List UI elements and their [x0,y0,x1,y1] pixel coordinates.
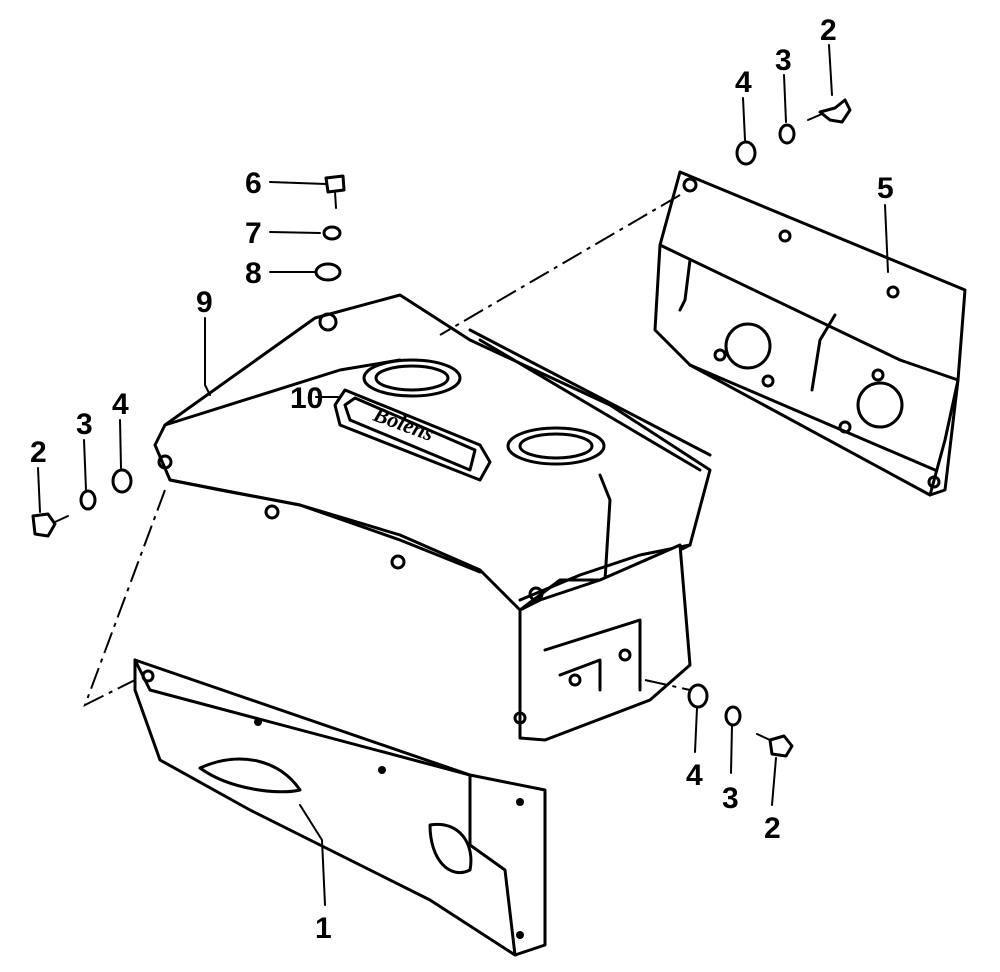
callout-4-top: 4 [735,66,752,99]
callout-4-left: 4 [112,388,129,421]
callout-3-bottom: 3 [722,782,739,815]
fasteners-bottom-right [687,683,794,758]
assembly-guide-lines [83,194,691,708]
callout-6: 6 [245,167,262,200]
callout-7: 7 [245,217,262,250]
callout-8: 8 [245,257,262,290]
part-callouts: 1 2 3 4 5 6 7 8 9 10 2 3 4 4 3 2 [30,14,894,945]
fasteners-top-right [735,98,852,166]
callout-10: 10 [290,382,323,415]
callout-9: 9 [196,286,213,319]
rear-mounting-plate [653,170,967,497]
fasteners-center-top [314,174,346,282]
lower-hood-bracket [513,543,692,742]
engine-hood-cover: Bolens [153,293,712,612]
callout-5: 5 [877,172,894,205]
callout-3-left: 3 [76,408,93,441]
callout-3-top: 3 [775,44,792,77]
callout-4-bottom: 4 [686,759,703,792]
callout-2-left: 2 [30,436,47,469]
bottom-pan [133,658,547,957]
callout-2-bottom: 2 [764,812,781,845]
fasteners-left [31,468,133,538]
leader-lines [37,44,889,906]
callout-2-top: 2 [820,14,837,47]
callout-1: 1 [315,912,332,945]
